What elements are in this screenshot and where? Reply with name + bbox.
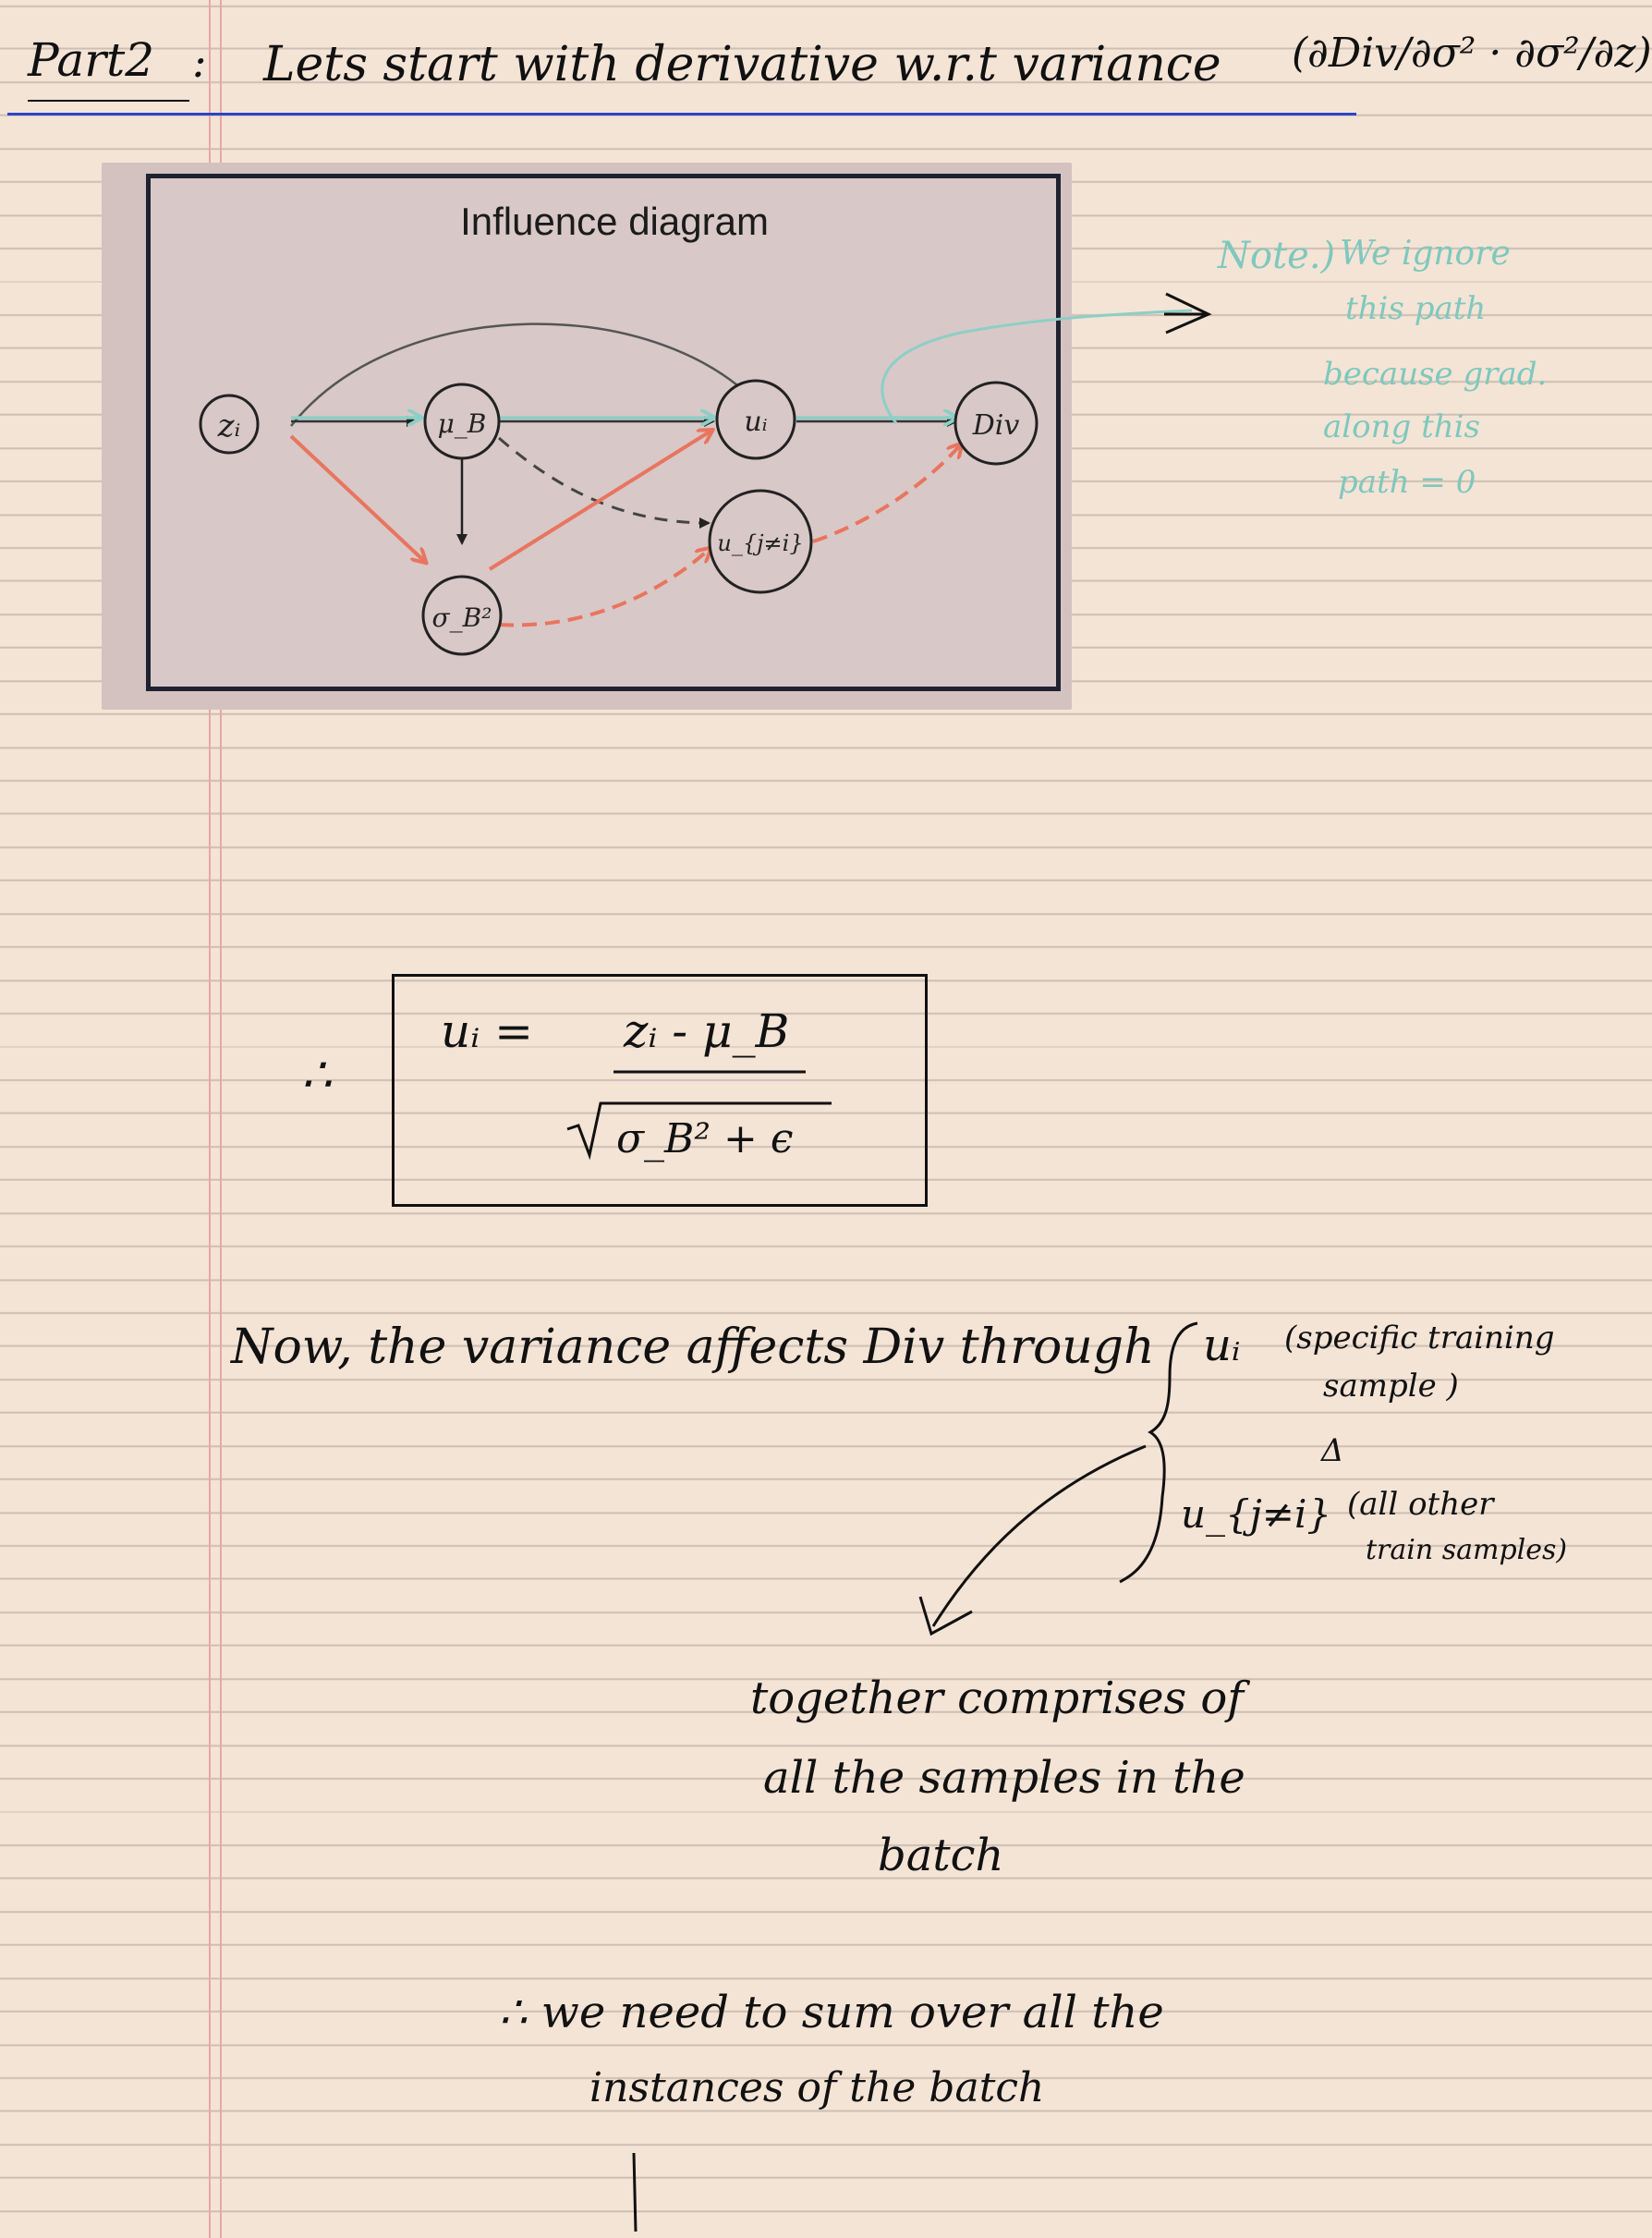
text-ui-note-2: sample ) [1323,1368,1459,1405]
margin-line-left [209,0,211,2238]
diagram-title: Influence diagram [460,200,769,243]
formula-box: uᵢ = zᵢ - μ_B σ_B² + ϵ [392,974,928,1207]
diagram-frame [146,174,1061,691]
part-label: Part2 [28,33,155,87]
text-sum-1: ∴ we need to sum over all the [499,1987,1164,2038]
edge-uj-to-div-dashed [812,444,961,543]
text-delta: Δ [1321,1432,1344,1469]
title-derivative: (∂Div/∂σ² · ∂σ²/∂z) [1292,30,1652,77]
edge-mu-to-uj-dashed [498,436,711,529]
edge-sigma-to-uj-dashed [498,549,710,627]
note-line-1: We ignore [1340,235,1511,273]
svg-text:σ_B²: σ_B² [432,602,492,633]
svg-text:u_{j≠i}: u_{j≠i} [717,530,803,556]
part-underline [28,100,189,102]
title-colon: : [192,37,207,87]
text-together-2: all the samples in the [763,1752,1245,1804]
node-uj: u_{j≠i} [708,489,813,594]
note-line-2: this path [1345,290,1487,327]
text-variance-affects: Now, the variance affects Div through [231,1320,1155,1375]
note-label: Note.) [1218,235,1336,277]
text-ui-label: uᵢ [1203,1320,1241,1371]
influence-diagram-photo: Influence diagram zᵢ μ_B σ_B² [102,163,1072,710]
node-z: zᵢ [199,394,260,455]
margin-line-right [220,0,222,2238]
text-sum-2: instances of the batch [589,2064,1045,2111]
page-title: Lets start with derivative w.r.t varianc… [263,37,1221,92]
note-line-5: path = 0 [1338,464,1476,501]
together-arrow [931,1444,1147,1627]
text-together-3: batch [878,1830,1004,1881]
node-u: uᵢ [715,379,796,460]
node-sigma: σ_B² [421,575,503,656]
note-line-4: along this [1323,408,1480,445]
node-mu: μ_B [423,383,501,460]
note-line-3: because grad. [1323,356,1548,393]
text-uj-note-2: train samples) [1366,1534,1568,1566]
text-together-1: together comprises of [750,1672,1245,1724]
note-arrow-head [1164,292,1212,334]
influence-diagram: Influence diagram zᵢ μ_B σ_B² [199,200,1039,656]
text-ui-note-1: (specific training [1284,1320,1555,1356]
title-underline [7,113,1356,116]
edge-z-to-u-curve [290,322,769,427]
formula-denominator: σ_B² + ϵ [616,1115,794,1162]
svg-text:uᵢ: uᵢ [744,406,767,438]
formula-lhs: uᵢ = [441,1004,534,1058]
edge-z-to-sigma-red [289,434,425,562]
text-uj-label: u_{j≠i} [1181,1491,1332,1537]
svg-text:zᵢ: zᵢ [217,407,241,444]
svg-text:μ_B: μ_B [438,408,487,439]
text-uj-note-1: (all other [1347,1486,1494,1523]
svg-text:Div: Div [972,409,1020,442]
edge-sigma-to-u-red [488,431,711,571]
formula-numerator: zᵢ - μ_B [624,1004,790,1058]
bottom-stroke [632,2152,638,2232]
together-arrow-head [918,1596,973,1636]
node-div: Div [954,381,1039,466]
therefore-symbol: ∴ [301,1048,333,1103]
